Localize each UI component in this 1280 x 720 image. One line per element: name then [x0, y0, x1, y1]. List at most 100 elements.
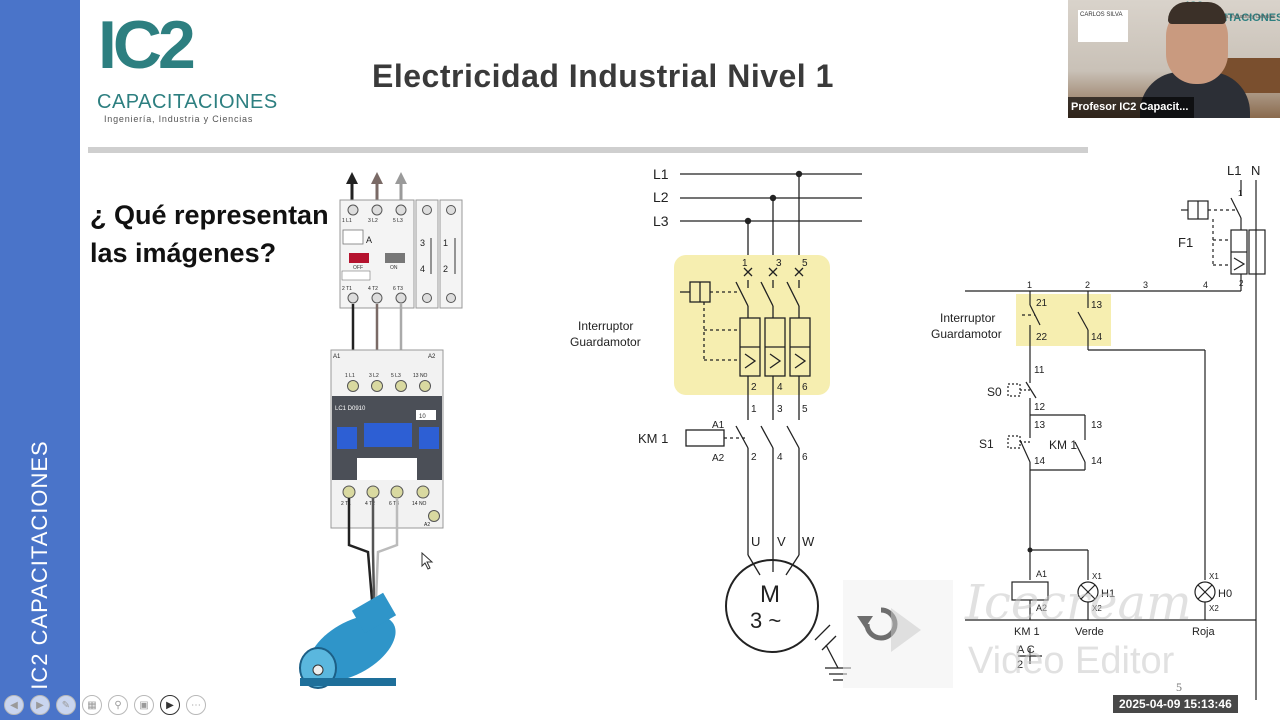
power-circuit-diagram: L1 L2 L3 1 3 5 — [570, 166, 862, 681]
slide-page-number: 5 — [1176, 680, 1182, 694]
power-breaker-out-2: 2 — [751, 382, 757, 393]
breaker-top-label-1: 1 L1 — [342, 218, 352, 224]
power-km-out-6: 6 — [802, 452, 808, 463]
fuse-pin-1: 1 — [1238, 189, 1243, 198]
lamp-h1-label: H1 — [1101, 588, 1115, 600]
line-l1-label: L1 — [653, 166, 669, 182]
node-4: 4 — [1203, 280, 1208, 290]
line-l2-label: L2 — [653, 189, 669, 205]
power-km1-label: KM 1 — [638, 431, 668, 446]
h0-pin-x2: X2 — [1209, 604, 1219, 613]
prev-slide-button[interactable]: ◀ — [4, 695, 24, 715]
contactor-top-3: 5 L3 — [391, 373, 401, 379]
logo-tagline: Ingeniería, Industria y Ciencias — [104, 114, 254, 124]
control-supply-l1: L1 — [1227, 163, 1241, 178]
contactor-bottom-3: 6 T3 — [389, 501, 399, 507]
aux-contact-21: 21 — [1036, 298, 1048, 309]
webcam-name-card: CARLOS SILVA — [1078, 10, 1128, 42]
component-illustration: 1 L1 3 L2 5 L3 A OFF ON 2 T1 4 T2 6 T3 3… — [299, 172, 463, 689]
question-line-1: ¿ Qué representan — [90, 200, 329, 230]
next-slide-button[interactable]: ▶ — [30, 695, 50, 715]
contactor-count: 10 — [419, 414, 426, 420]
power-breaker-label-2: Guardamotor — [570, 335, 641, 349]
subtitles-button[interactable]: ▣ — [134, 695, 154, 715]
breaker-off-button — [349, 253, 369, 263]
company-logo: IC2 CAPACITACIONES Ingeniería, Industria… — [92, 6, 292, 126]
breaker-bottom-label-2: 4 T2 — [368, 286, 378, 292]
breaker-bottom-label-3: 6 T3 — [393, 286, 403, 292]
s1-pin-14: 14 — [1034, 456, 1046, 467]
motor-terminal-w: W — [802, 534, 815, 549]
contactor-bottom-1: 2 T1 — [341, 501, 351, 507]
power-coil-a1: A1 — [712, 420, 725, 431]
camera-button[interactable]: ▶ — [160, 695, 180, 715]
slide-title: Electricidad Industrial Nivel 1 — [372, 58, 834, 94]
aux-label-2: 2 — [443, 264, 448, 274]
replay-overlay[interactable] — [843, 580, 953, 688]
pen-button[interactable]: ✎ — [56, 695, 76, 715]
logo-mark: IC2 — [98, 7, 196, 83]
h1-pin-x2: X2 — [1092, 604, 1102, 613]
h1-pin-x1: X1 — [1092, 572, 1102, 581]
s0-pin-11: 11 — [1034, 365, 1045, 376]
lamp-h0-color: Roja — [1192, 626, 1216, 638]
title-divider — [88, 147, 1088, 153]
km-aux-pin-13: 13 — [1091, 420, 1103, 431]
aux-contact-14: 14 — [1091, 332, 1103, 343]
slides-grid-button[interactable]: ▦ — [82, 695, 102, 715]
webcam-feed[interactable]: CARLOS SILVA IC2 CAPACITACIONES Ingenier… — [1068, 0, 1280, 118]
power-breaker-out-6: 6 — [802, 382, 808, 393]
aux-contact-13: 13 — [1091, 300, 1103, 311]
power-km-in-5: 5 — [802, 404, 808, 415]
contactor-a2-label: A2 — [424, 522, 430, 528]
aux-contact-highlight — [1016, 294, 1111, 346]
motor-symbol: M — [760, 581, 780, 608]
power-top-1: 1 — [742, 258, 748, 269]
power-breaker-out-4: 4 — [777, 382, 783, 393]
zoom-button[interactable]: ⚲ — [108, 695, 128, 715]
aux-label-3: 3 — [420, 238, 425, 248]
s0-pin-12: 12 — [1034, 402, 1046, 413]
supply-arrows — [346, 172, 407, 200]
contactor-bottom-2: 4 T2 — [365, 501, 375, 507]
webcam-name-label: Profesor IC2 Capacit... — [1068, 97, 1195, 118]
question-line-2: las imágenes? — [90, 238, 277, 268]
prev-slide-icon: ◀ — [10, 699, 18, 711]
replay-icon[interactable] — [857, 607, 921, 652]
fuse-pin-2: 2 — [1239, 279, 1244, 288]
next-slide-icon: ▶ — [36, 699, 44, 711]
aux-label-4: 4 — [420, 264, 425, 274]
control-breaker-label-2: Guardamotor — [931, 327, 1002, 341]
motor-terminal-v: V — [777, 534, 786, 549]
pen-icon: ✎ — [61, 699, 71, 711]
control-breaker-label-1: Interruptor — [940, 311, 995, 325]
ac-number: 2 — [1017, 659, 1023, 671]
node-1: 1 — [1027, 280, 1032, 290]
power-breaker-label-1: Interruptor — [578, 319, 633, 333]
control-supply-n: N — [1251, 163, 1260, 178]
more-options-button[interactable]: ⋯ — [186, 695, 206, 715]
contactor-a2-label-top: A2 — [428, 354, 436, 360]
control-circuit-diagram: L1 N 1 2 F1 1 2 3 4 Interrupto — [931, 163, 1266, 700]
more-icon: ⋯ — [191, 699, 201, 711]
power-km-out-2: 2 — [751, 452, 757, 463]
motor-breaker-device: 1 L1 3 L2 5 L3 A OFF ON 2 T1 4 T2 6 T3 3… — [339, 199, 463, 309]
breaker-top-label-3: 5 L3 — [393, 218, 403, 224]
contactor-top-4: 13 NO — [413, 373, 428, 379]
coil-pin-a1: A1 — [1036, 569, 1047, 579]
slide-question: ¿ Qué representan las imágenes? — [90, 196, 329, 272]
power-km-in-1: 1 — [751, 404, 757, 415]
breaker-on-label: ON — [390, 265, 398, 271]
contactor-model: LC1 D0910 — [335, 406, 366, 412]
power-coil-a2: A2 — [712, 453, 725, 464]
power-km-in-3: 3 — [777, 404, 783, 415]
zoom-icon: ⚲ — [114, 699, 122, 711]
ac-label: A C — [1017, 644, 1035, 656]
breaker-on-button — [385, 253, 405, 263]
s1-label: S1 — [979, 437, 994, 451]
recording-timestamp: 2025-04-09 15:13:46 — [1113, 695, 1238, 713]
contactor-top-2: 3 L2 — [369, 373, 379, 379]
breaker-amp-label: A — [366, 235, 372, 245]
coil-pin-a2: A2 — [1036, 603, 1047, 613]
